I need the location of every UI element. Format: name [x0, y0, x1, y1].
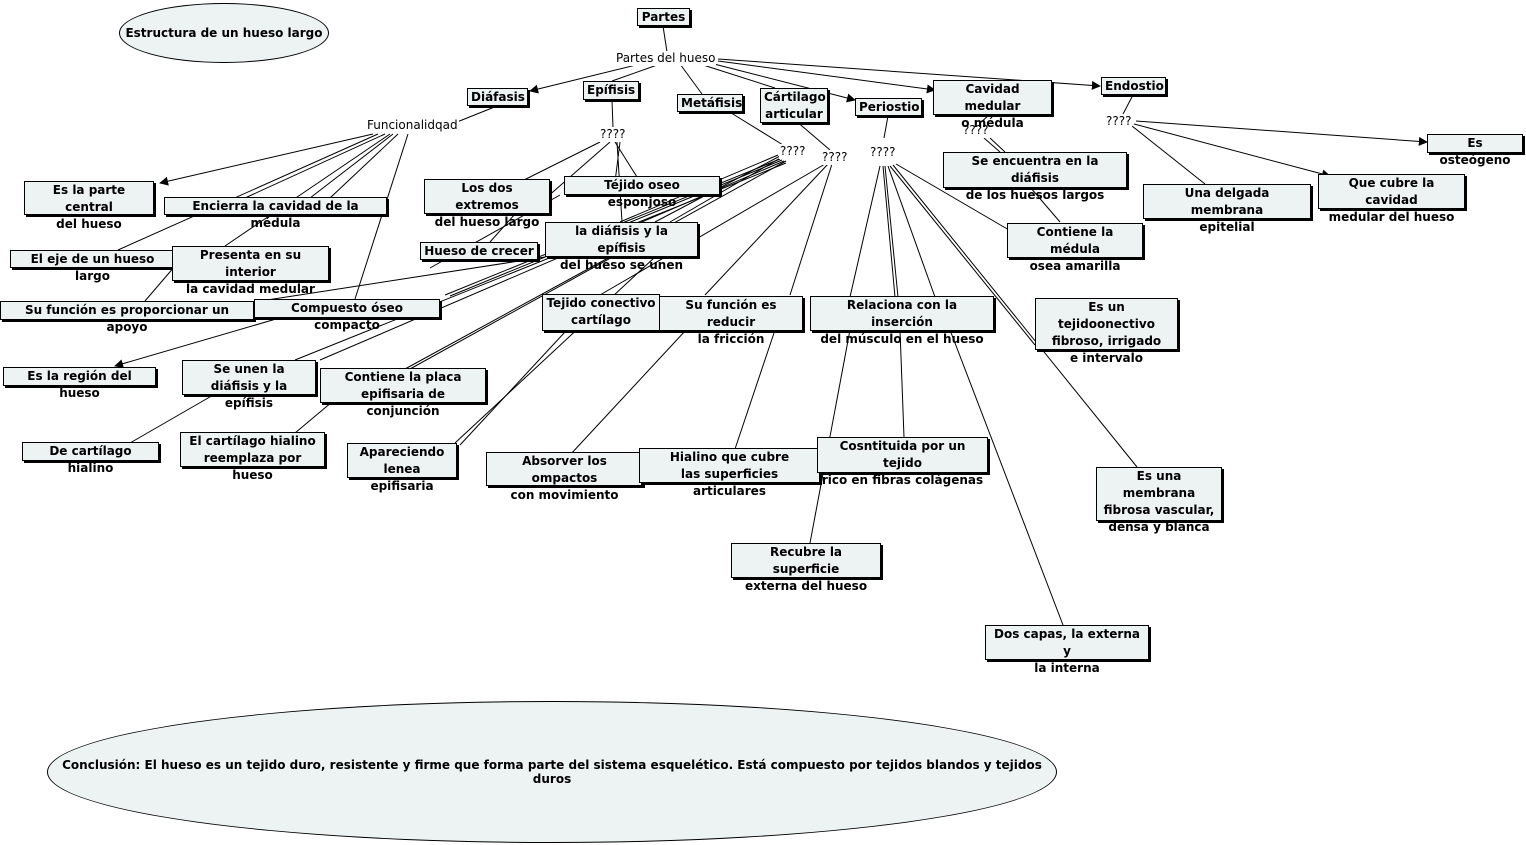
- funcionalidad-label: Funcionalidqad: [366, 118, 459, 133]
- periostio-membrana-fibrosa[interactable]: Es una membrana fibrosa vascular, densa …: [1096, 467, 1222, 534]
- metafisis-reemplaza-hueso[interactable]: El cartílago hialino reemplaza por hueso: [180, 432, 325, 482]
- title-ellipse: Estructura de un hueso largo: [119, 3, 329, 63]
- epifisis-linking-label: ????: [599, 127, 627, 142]
- cartilago-reducir-friccion[interactable]: Su función es reducir la fricción: [659, 296, 803, 346]
- diafisis-funcion-apoyo[interactable]: Su función es proporcionar un apoyo: [0, 301, 254, 334]
- concept-metafisis[interactable]: Metáfisis: [677, 94, 743, 112]
- cartilago-hialino-superficies[interactable]: Hialino que cubre las superficies articu…: [639, 448, 820, 498]
- concept-periostio[interactable]: Periostio: [855, 98, 922, 116]
- metafisis-linking-label: ????: [779, 144, 807, 159]
- diafisis-region-hueso[interactable]: Es la región del hueso: [3, 367, 156, 400]
- cartilago-linking-label: ????: [821, 150, 849, 165]
- endostio-linking-label: ????: [1105, 114, 1133, 129]
- endostio-osteogeno[interactable]: Es osteógeno: [1427, 134, 1523, 167]
- epifisis-dos-extremos[interactable]: Los dos extremos del hueso largo: [424, 179, 550, 229]
- cavidad-medula-amarilla[interactable]: Contiene la médula osea amarilla: [1007, 223, 1143, 273]
- diafisis-eje[interactable]: El eje de un hueso largo: [10, 250, 175, 283]
- endostio-cubre-cavidad[interactable]: Que cubre la cavidad medular del hueso: [1318, 174, 1465, 224]
- epifisis-tejido-esponjoso[interactable]: Téjido oseo esponjoso: [564, 176, 720, 209]
- diafisis-parte-central[interactable]: Es la parte central del hueso: [24, 181, 154, 231]
- cartilago-absorver-impactos[interactable]: Absorver los ompactos con movimiento: [486, 452, 643, 502]
- concept-cartilago-articular[interactable]: Cártilago articular: [760, 88, 828, 123]
- diagram-title: Estructura de un hueso largo: [125, 26, 323, 40]
- concept-epifisis[interactable]: Epífisis: [583, 81, 639, 100]
- metafisis-placa-epifisaria[interactable]: Contiene la placa epifisaria de conjunci…: [320, 368, 486, 418]
- concept-endostio[interactable]: Endostio: [1101, 77, 1166, 95]
- diafisis-compuesto-oseo[interactable]: Compuesto óseo compacto: [254, 299, 440, 332]
- periostio-dos-capas[interactable]: Dos capas, la externa y la interna: [985, 625, 1149, 675]
- metafisis-cartilago-hialino[interactable]: De cartílago hialino: [22, 442, 159, 475]
- cavidad-linking-label: ????: [962, 123, 990, 138]
- periostio-fibras-colagenas[interactable]: Cosntituida por un tejido rico en fibras…: [817, 437, 988, 487]
- epifisis-hueso-crecer[interactable]: Hueso de crecer: [420, 242, 538, 260]
- diafisis-encierra-cavidad[interactable]: Encierra la cavidad de la médula: [164, 197, 387, 230]
- periostio-linking-label: ????: [869, 145, 897, 160]
- diafisis-presenta-interior[interactable]: Presenta en su interior la cavidad medul…: [172, 246, 329, 296]
- cartilago-tejido-conectivo[interactable]: Tejido conectivo cartílago: [542, 294, 660, 331]
- cavidad-se-encuentra-diafisis[interactable]: Se encuentra en la diáfisis de los hueso…: [943, 152, 1127, 202]
- periostio-recubre-superficie[interactable]: Recubre la superficie externa del hueso: [731, 543, 881, 593]
- concept-partes[interactable]: Partes: [637, 8, 690, 26]
- endostio-membrana-epitelial[interactable]: Una delgada membrana epitelial: [1143, 184, 1311, 234]
- concept-cavidad-medular[interactable]: Cavidad medular o médula: [933, 80, 1052, 130]
- concept-diafisis[interactable]: Diáfasis: [467, 88, 528, 106]
- metafisis-se-unen[interactable]: Se unen la diáfisis y la epífisis: [182, 360, 316, 410]
- conclusion-ellipse: Conclusión: El hueso es un tejido duro, …: [47, 701, 1057, 843]
- partes-del-hueso-label: Partes del hueso: [615, 51, 717, 66]
- metafisis-diafisis-epifisis-unen[interactable]: la diáfisis y la epífisis del hueso se u…: [545, 222, 698, 272]
- conclusion-text: Conclusión: El hueso es un tejido duro, …: [62, 758, 1042, 786]
- periostio-tejido-conectivo[interactable]: Es un tejidoonectivo fibroso, irrigado e…: [1035, 298, 1178, 365]
- periostio-insercion-musculo[interactable]: Relaciona con la inserción del músculo e…: [810, 296, 994, 346]
- metafisis-linea-epifisaria[interactable]: Apareciendo lenea epifisaria: [347, 443, 457, 493]
